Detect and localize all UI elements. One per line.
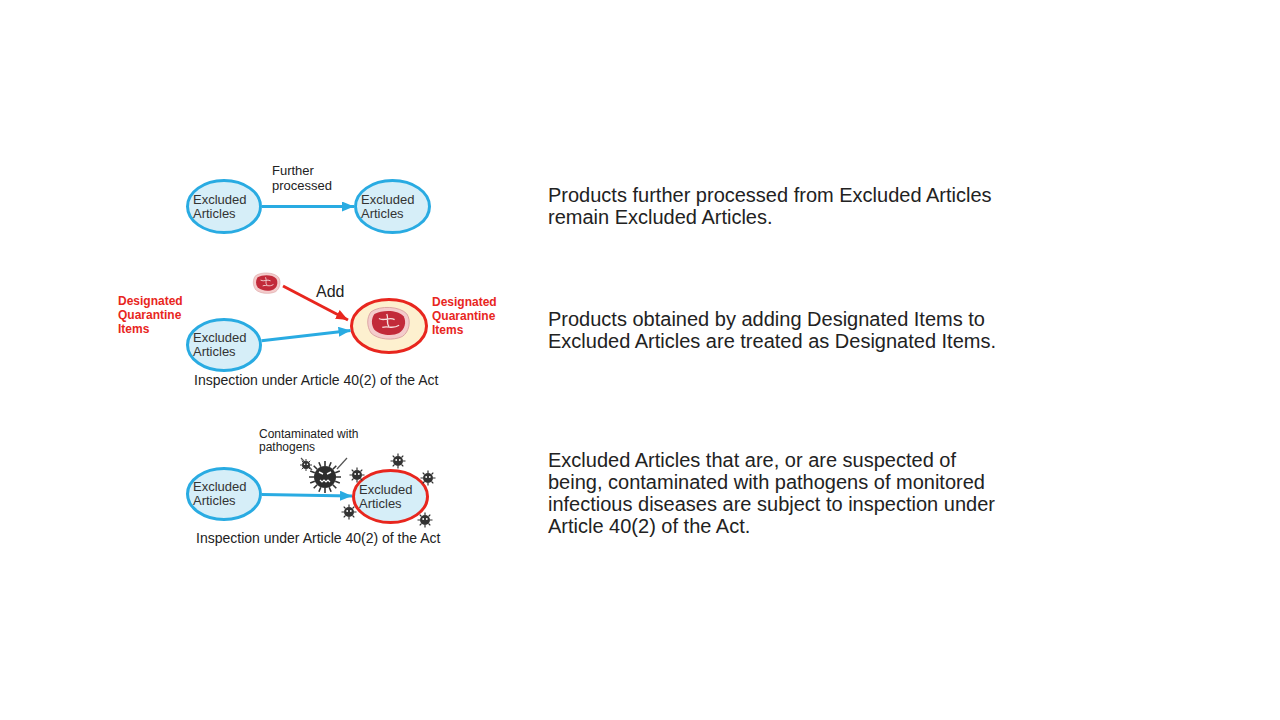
pathogen-icon bbox=[418, 513, 433, 528]
explanation-text: Products further processed from Excluded… bbox=[548, 184, 1006, 228]
ellipse-node: Excluded Articles bbox=[352, 469, 429, 524]
ellipse-shape bbox=[352, 300, 427, 353]
ellipse-shape bbox=[354, 471, 428, 523]
pathogen-icon bbox=[391, 454, 406, 469]
virus-prong bbox=[337, 458, 347, 469]
pathogen-icon bbox=[300, 459, 312, 471]
edge-label: Contaminated with pathogens bbox=[259, 428, 375, 454]
inspection-note: Inspection under Article 40(2) of the Ac… bbox=[196, 530, 526, 546]
arrow-label: Add bbox=[316, 283, 376, 301]
pathogen-icon bbox=[309, 461, 341, 493]
node-label: Excluded Articles bbox=[193, 331, 257, 359]
pathogen-icon bbox=[350, 468, 365, 483]
ellipse-shape bbox=[188, 320, 261, 371]
node-label: Excluded Articles bbox=[193, 480, 257, 508]
ellipse-node: Excluded ArticlesDesignated Quarantine I… bbox=[186, 318, 262, 372]
category-label: Designated Quarantine Items bbox=[432, 295, 512, 337]
edge-label: Further processed bbox=[272, 163, 352, 193]
ellipse-shape bbox=[188, 469, 261, 520]
ellipse-shape bbox=[188, 181, 261, 233]
category-label: Designated Quarantine Items bbox=[118, 294, 194, 336]
inspection-note: Inspection under Article 40(2) of the Ac… bbox=[194, 372, 524, 388]
ellipse-node: Excluded Articles bbox=[354, 179, 431, 234]
explanation-text: Products obtained by adding Designated I… bbox=[548, 308, 1006, 352]
meat-illustration bbox=[253, 273, 280, 293]
meat-illustration bbox=[368, 307, 410, 339]
ellipse-outline bbox=[350, 298, 428, 354]
virus-prong bbox=[301, 458, 312, 470]
ellipse-shape bbox=[356, 181, 430, 233]
flow-arrow bbox=[262, 495, 352, 496]
pathogen-icon bbox=[342, 505, 357, 520]
ellipse-node: Designated Quarantine Items bbox=[350, 298, 428, 354]
flow-arrow bbox=[262, 205, 354, 208]
ellipse-node: Excluded Articles bbox=[186, 467, 262, 521]
explanation-text: Excluded Articles that are, or are suspe… bbox=[548, 449, 1010, 537]
ellipse-node: Excluded Articles bbox=[186, 179, 262, 234]
pathogen-icon bbox=[421, 471, 436, 486]
node-label: Excluded Articles bbox=[359, 483, 423, 511]
flow-arrow bbox=[262, 330, 351, 340]
node-label: Excluded Articles bbox=[193, 193, 257, 221]
node-label: Excluded Articles bbox=[361, 193, 425, 221]
